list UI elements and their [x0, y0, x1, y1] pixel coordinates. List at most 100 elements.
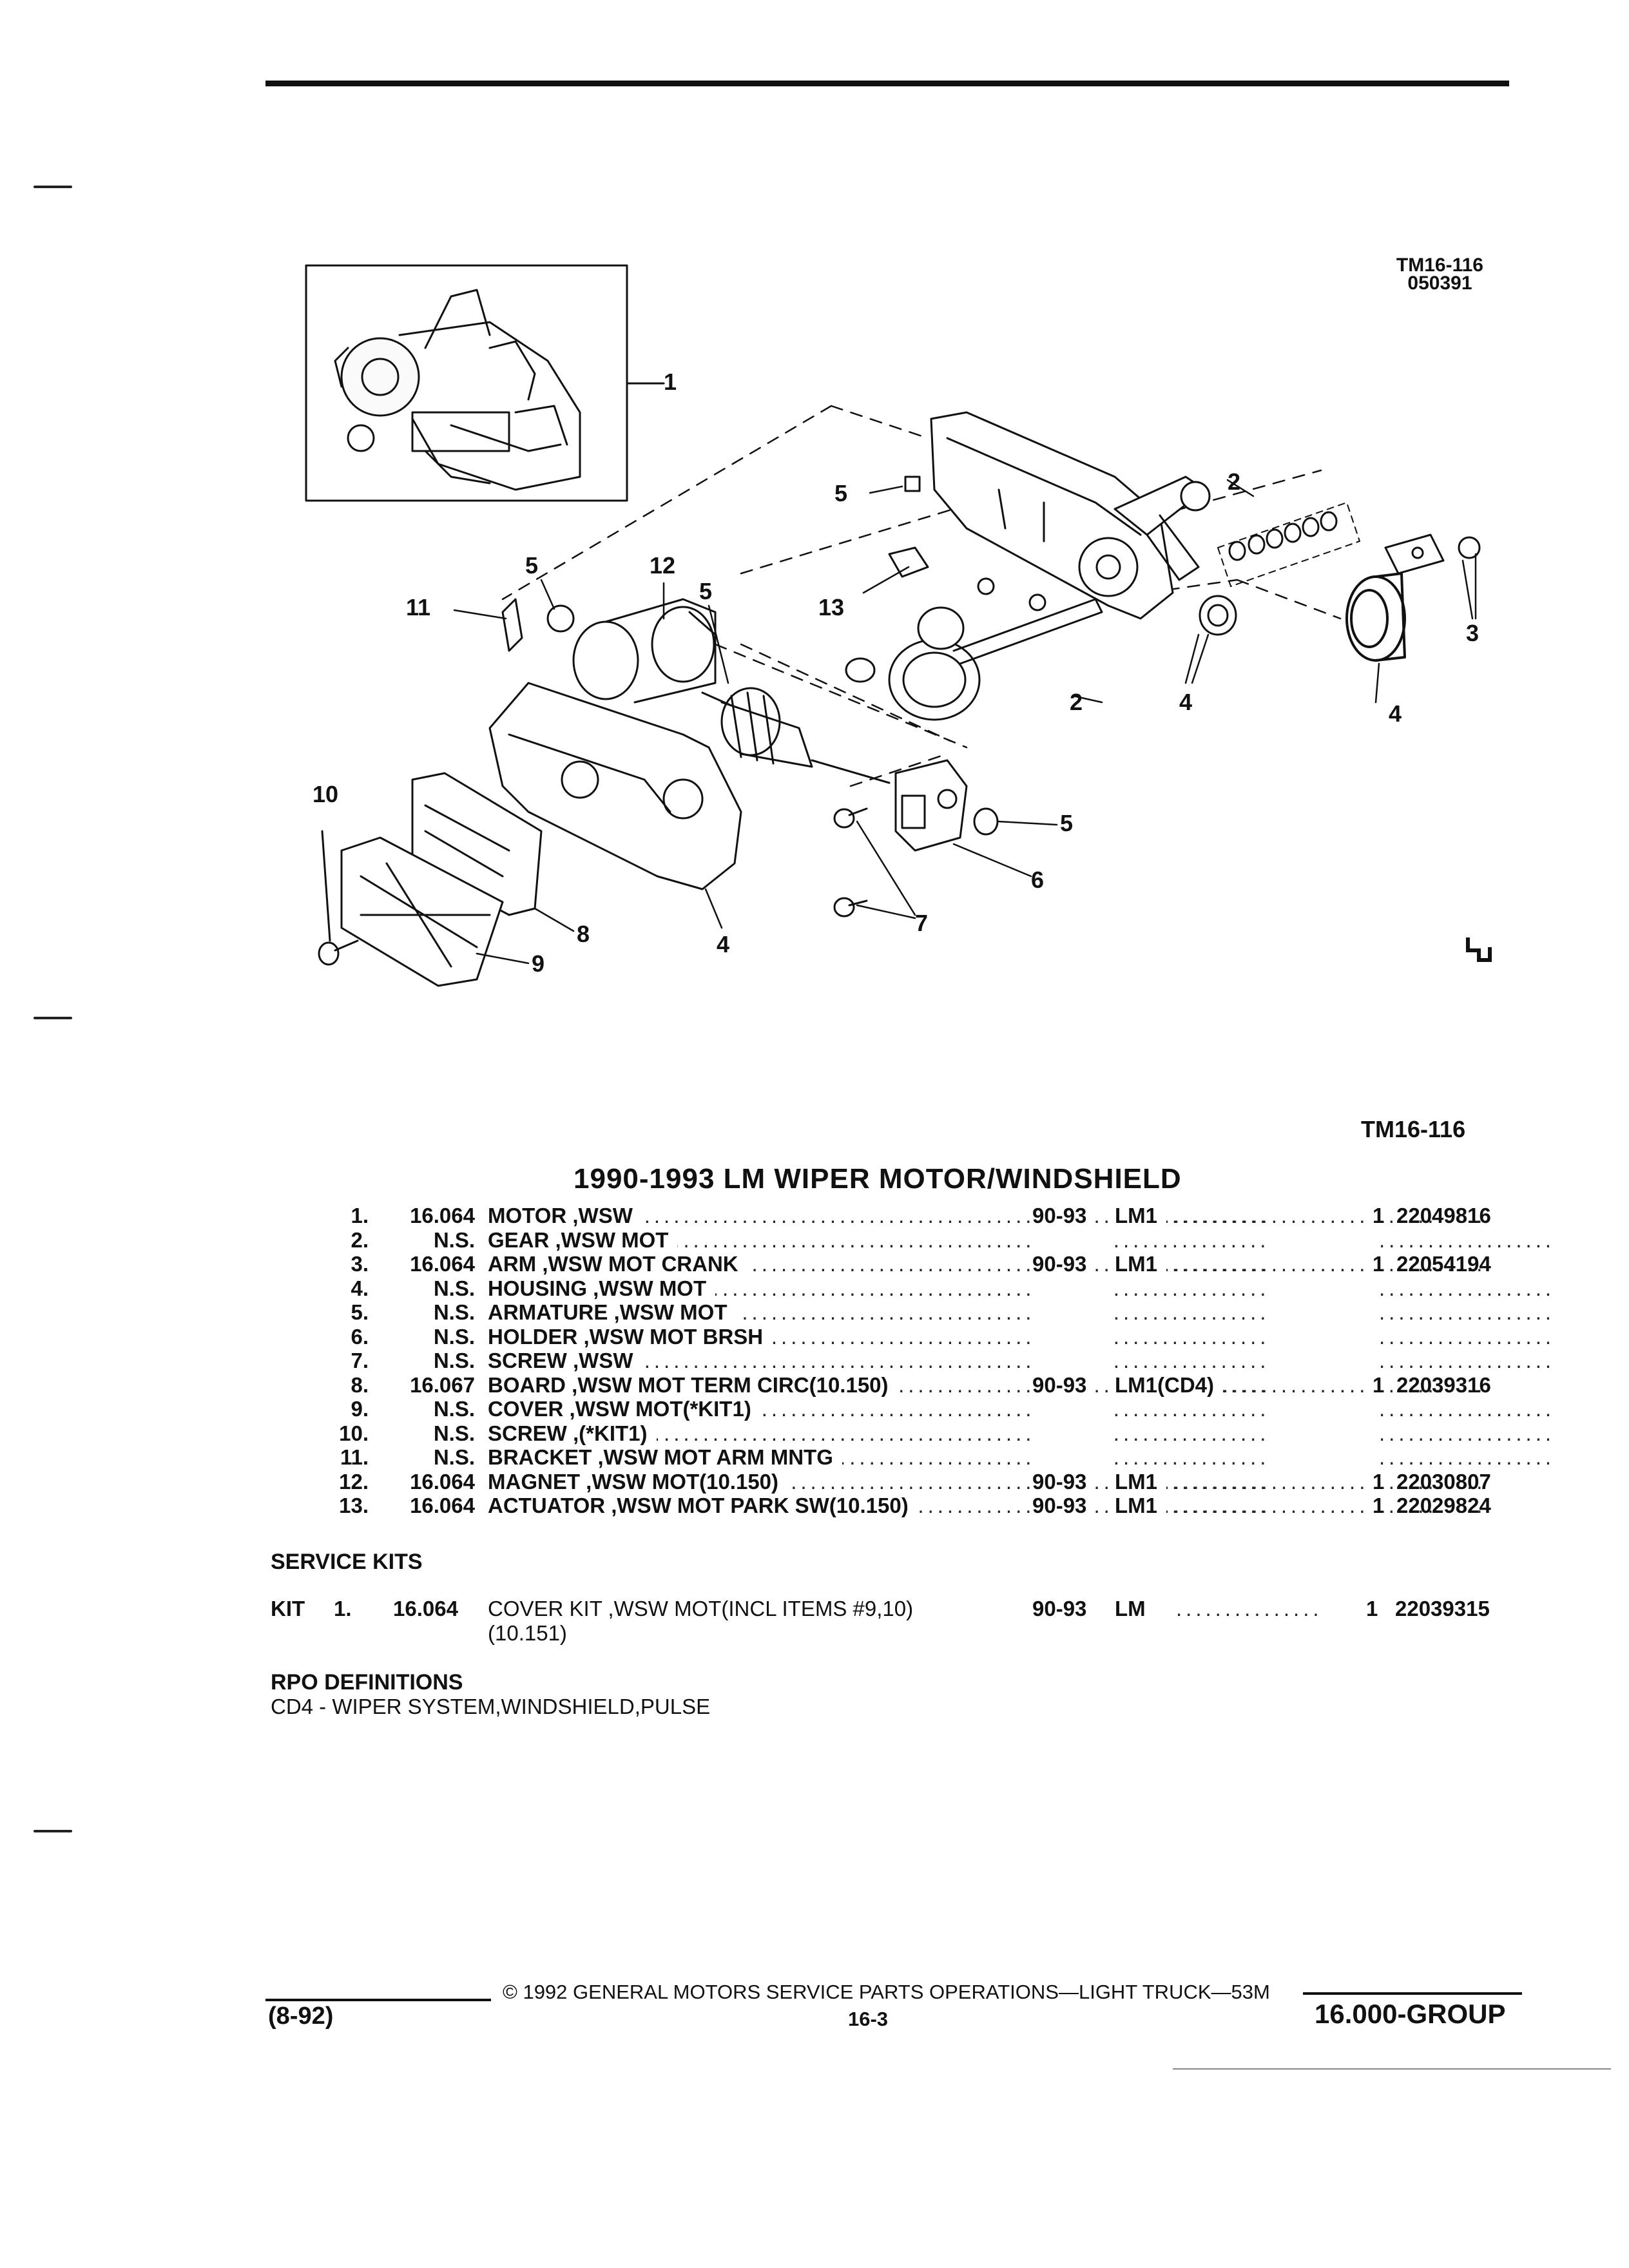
part-group: 16.064	[410, 1469, 475, 1494]
washer-stack-sketch	[1217, 502, 1360, 587]
motor-housing-sketch	[488, 682, 742, 890]
part-group: 16.064	[410, 1494, 475, 1517]
part-name: MOTOR ,WSW	[488, 1204, 642, 1228]
callout-9: 9	[532, 950, 545, 977]
crank-arm-sketch	[1113, 476, 1211, 581]
callout-3: 3	[1466, 620, 1479, 646]
callout-7: 7	[915, 910, 928, 936]
part-no: 22039316	[1396, 1372, 1491, 1397]
part-qty: 1	[1369, 1252, 1385, 1276]
service-mark-icon	[1466, 937, 1492, 962]
parts-row: 1. 16.064 ..............................…	[265, 1204, 1522, 1228]
part-name: GEAR ,WSW MOT	[488, 1227, 678, 1252]
part-group: N.S.	[433, 1227, 475, 1252]
screws-7-sketch	[833, 807, 868, 918]
part-model: LM1	[1115, 1252, 1166, 1276]
exploded-view-diagram: 1 2 2 3 4 4 4 5 5 5 5 6 7 8 9 10 11 12 1…	[305, 264, 1492, 987]
spring-washer-sketch	[1199, 595, 1237, 636]
part-number: 7.	[351, 1349, 369, 1372]
parts-row: 5. N.S. ................................…	[265, 1300, 1551, 1325]
page-number: 16-3	[848, 2008, 889, 2030]
part-number: 10.	[339, 1421, 369, 1445]
callout-1: 1	[664, 369, 677, 395]
part-years: 90-93	[1032, 1469, 1092, 1494]
leader-dots: .......................................	[1115, 1252, 1482, 1276]
part-number: 13.	[339, 1494, 369, 1517]
footer-rule-right	[1303, 1992, 1522, 1995]
leader-dots: ..................	[1379, 1227, 1556, 1252]
kit-name: COVER KIT ,WSW MOT(INCL ITEMS #9,10)	[488, 1597, 914, 1620]
part-years	[1032, 1300, 1110, 1324]
part-name: ARMATURE ,WSW MOT	[488, 1300, 737, 1325]
part-name: HOUSING ,WSW MOT	[488, 1276, 716, 1300]
part-name: MAGNET ,WSW MOT(10.150)	[488, 1469, 788, 1494]
leader-dots: ..................	[1379, 1397, 1556, 1421]
part-qty: 1	[1369, 1204, 1385, 1228]
part-number: 6.	[351, 1324, 369, 1349]
figure-id: TM16-116	[1396, 255, 1483, 276]
part-years: 90-93	[1032, 1204, 1092, 1228]
part-no: 22030807	[1396, 1469, 1491, 1494]
part-years	[1032, 1276, 1110, 1300]
footer-group: 16.000-GROUP	[1315, 1999, 1506, 2029]
part-model: LM1	[1115, 1469, 1166, 1494]
footer-date: (8-92)	[268, 2003, 334, 2030]
part-number: 9.	[351, 1397, 369, 1421]
parts-row: 7. N.S. ................................…	[265, 1349, 1551, 1373]
part-name: ACTUATOR ,WSW MOT PARK SW(10.150)	[488, 1494, 918, 1518]
magnet-sketch	[572, 598, 717, 704]
kit-qty: 1	[1366, 1597, 1378, 1620]
part-years: 90-93	[1032, 1494, 1092, 1518]
service-kit-row: KIT 1. 16.064 COVER KIT ,WSW MOT(INCL IT…	[271, 1597, 1527, 1648]
figure-id-block: TM16-116 050391	[1396, 256, 1483, 293]
parts-row: 6. N.S. ................................…	[265, 1324, 1551, 1349]
part-qty: 1	[1369, 1372, 1385, 1397]
service-kits-heading: SERVICE KITS	[271, 1550, 423, 1574]
part-group: 16.064	[410, 1252, 475, 1276]
part-group: N.S.	[433, 1276, 475, 1300]
part-number: 8.	[351, 1372, 369, 1397]
parts-row: 8. 16.067 ..............................…	[265, 1372, 1522, 1397]
part-name: HOLDER ,WSW MOT BRSH	[488, 1324, 773, 1349]
kit-group: 16.064	[393, 1597, 458, 1620]
kit-number: 1.	[334, 1597, 352, 1620]
part-number: 3.	[351, 1252, 369, 1276]
parts-row: 12. 16.064 .............................…	[265, 1469, 1522, 1494]
kit-model: LM	[1115, 1597, 1146, 1620]
part-name: SCREW ,(*KIT1)	[488, 1421, 657, 1445]
margin-mark	[34, 186, 72, 188]
parts-row: 3. 16.064 ..............................…	[265, 1252, 1522, 1276]
callout-2: 2	[1070, 689, 1083, 715]
parts-row: 9. N.S. ................................…	[265, 1397, 1551, 1421]
figure-date-code: 050391	[1407, 273, 1472, 294]
part-group: N.S.	[433, 1421, 475, 1445]
callout-13: 13	[818, 594, 844, 620]
part-no: 22049816	[1396, 1204, 1491, 1227]
bottom-rule	[1173, 2068, 1611, 2070]
leader-dots: ..................	[1379, 1300, 1556, 1324]
kit-name-line2: (10.151)	[488, 1621, 567, 1645]
leader-dots: .......................................	[1115, 1469, 1482, 1494]
callout-12: 12	[650, 552, 675, 579]
part-number: 5.	[351, 1300, 369, 1324]
part-years	[1032, 1421, 1110, 1445]
kit-label: KIT	[271, 1597, 305, 1620]
part-number: 1.	[351, 1204, 369, 1227]
parts-row: 4. N.S. ................................…	[265, 1276, 1551, 1300]
callout-5: 5	[1060, 810, 1073, 836]
brush-sketch	[904, 476, 921, 492]
section-title: 1990-1993 LM WIPER MOTOR/WINDSHIELD	[574, 1163, 1182, 1195]
screw-10-sketch	[318, 830, 359, 966]
part-years: 90-93	[1032, 1252, 1092, 1276]
part-group: 16.064	[410, 1204, 475, 1227]
margin-mark	[34, 1830, 72, 1832]
leader-dots: ..................	[1379, 1445, 1556, 1469]
parts-row: 10. N.S. ...............................…	[265, 1421, 1551, 1445]
crank-hardware-sketch	[1384, 533, 1481, 575]
part-qty: 1	[1369, 1494, 1385, 1518]
part-name: COVER ,WSW MOT(*KIT1)	[488, 1397, 760, 1421]
callout-4: 4	[1389, 700, 1402, 727]
callout-5: 5	[525, 552, 538, 579]
bearing-sketch	[546, 604, 575, 633]
part-number: 2.	[351, 1227, 369, 1252]
